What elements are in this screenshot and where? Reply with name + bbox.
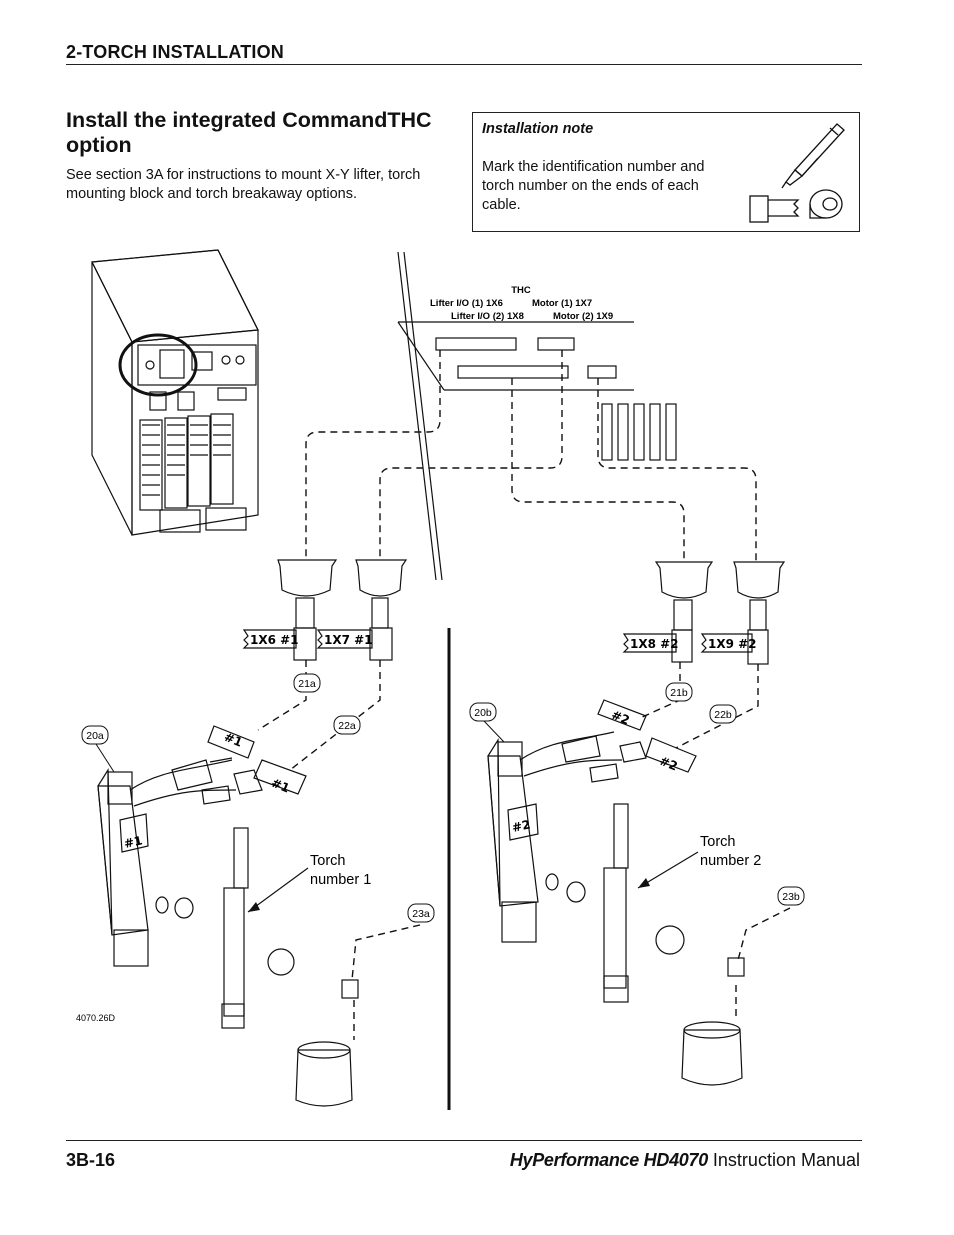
- installation-note-box: [472, 112, 860, 232]
- page-number: 3B-16: [66, 1150, 116, 1170]
- callout-21a: 21a: [298, 678, 316, 690]
- page-title: Install the integrated CommandTHC option: [66, 108, 432, 157]
- tag-hash2-a: #2: [609, 708, 631, 728]
- tag-hash2-c: #2: [511, 817, 532, 835]
- torch-2-label-line1: Torch: [700, 834, 735, 850]
- thc-motor2-label: Motor (2) 1X9: [553, 311, 613, 322]
- manual-title: HyPerformance HD4070 Instruction Manual: [510, 1150, 860, 1171]
- connector-1x8: [654, 561, 714, 663]
- power-supply-illustration: [91, 249, 259, 536]
- tag-1x8: 1X8 #2: [630, 637, 679, 651]
- thc-lifter2-label: Lifter I/O (2) 1X8: [451, 311, 524, 322]
- header-rule: [66, 64, 862, 65]
- tag-hash1-b: #1: [269, 776, 291, 796]
- thc-motor1-label: Motor (1) 1X7: [532, 298, 592, 309]
- tag-hash2-b: #2: [657, 754, 679, 774]
- connector-1x7: [355, 559, 408, 661]
- torch-2-label-line2: number 2: [700, 853, 761, 869]
- pen-and-tape-icon: [749, 123, 845, 223]
- torch-1-label-line1: Torch: [310, 853, 345, 869]
- figure-number: 4070.26D: [76, 1013, 116, 1023]
- footer-rule: [66, 1140, 862, 1141]
- connector-1x6: [277, 559, 338, 661]
- callout-22a: 22a: [338, 720, 356, 732]
- callout-22b: 22b: [714, 709, 732, 721]
- wiring-diagram: THC Lifter I/O (1) 1X6 Motor (1) 1X7 Lif…: [76, 249, 805, 1110]
- callout-23a: 23a: [412, 908, 430, 920]
- intro-paragraph: See section 3A for instructions to mount…: [66, 167, 421, 202]
- manual-label: Instruction Manual: [707, 1150, 860, 1170]
- callout-23b: 23b: [782, 891, 800, 903]
- callout-21b: 21b: [670, 687, 688, 699]
- lifter-assembly-1: [97, 759, 359, 1107]
- thc-lifter1-label: Lifter I/O (1) 1X6: [430, 298, 503, 309]
- lifter-assembly-2: [487, 731, 745, 1086]
- connector-1x9: [733, 561, 786, 665]
- product-name: HyPerformance HD4070: [509, 1150, 708, 1170]
- callout-20b: 20b: [474, 707, 492, 719]
- thc-title: THC: [511, 285, 531, 296]
- tag-1x6: 1X6 #1: [250, 633, 299, 647]
- callout-20a: 20a: [86, 730, 104, 742]
- torch-1-label-line2: number 1: [310, 872, 371, 888]
- tag-1x9: 1X9 #2: [708, 637, 757, 651]
- tag-1x7: 1X7 #1: [324, 633, 373, 647]
- installation-note-text: Mark the identification number and torch…: [482, 159, 705, 213]
- tag-hash1-c: #1: [123, 833, 144, 851]
- installation-note-heading: Installation note: [482, 121, 594, 137]
- section-header: 2-TORCH INSTALLATION: [66, 42, 284, 62]
- tag-hash1-a: #1: [222, 730, 244, 750]
